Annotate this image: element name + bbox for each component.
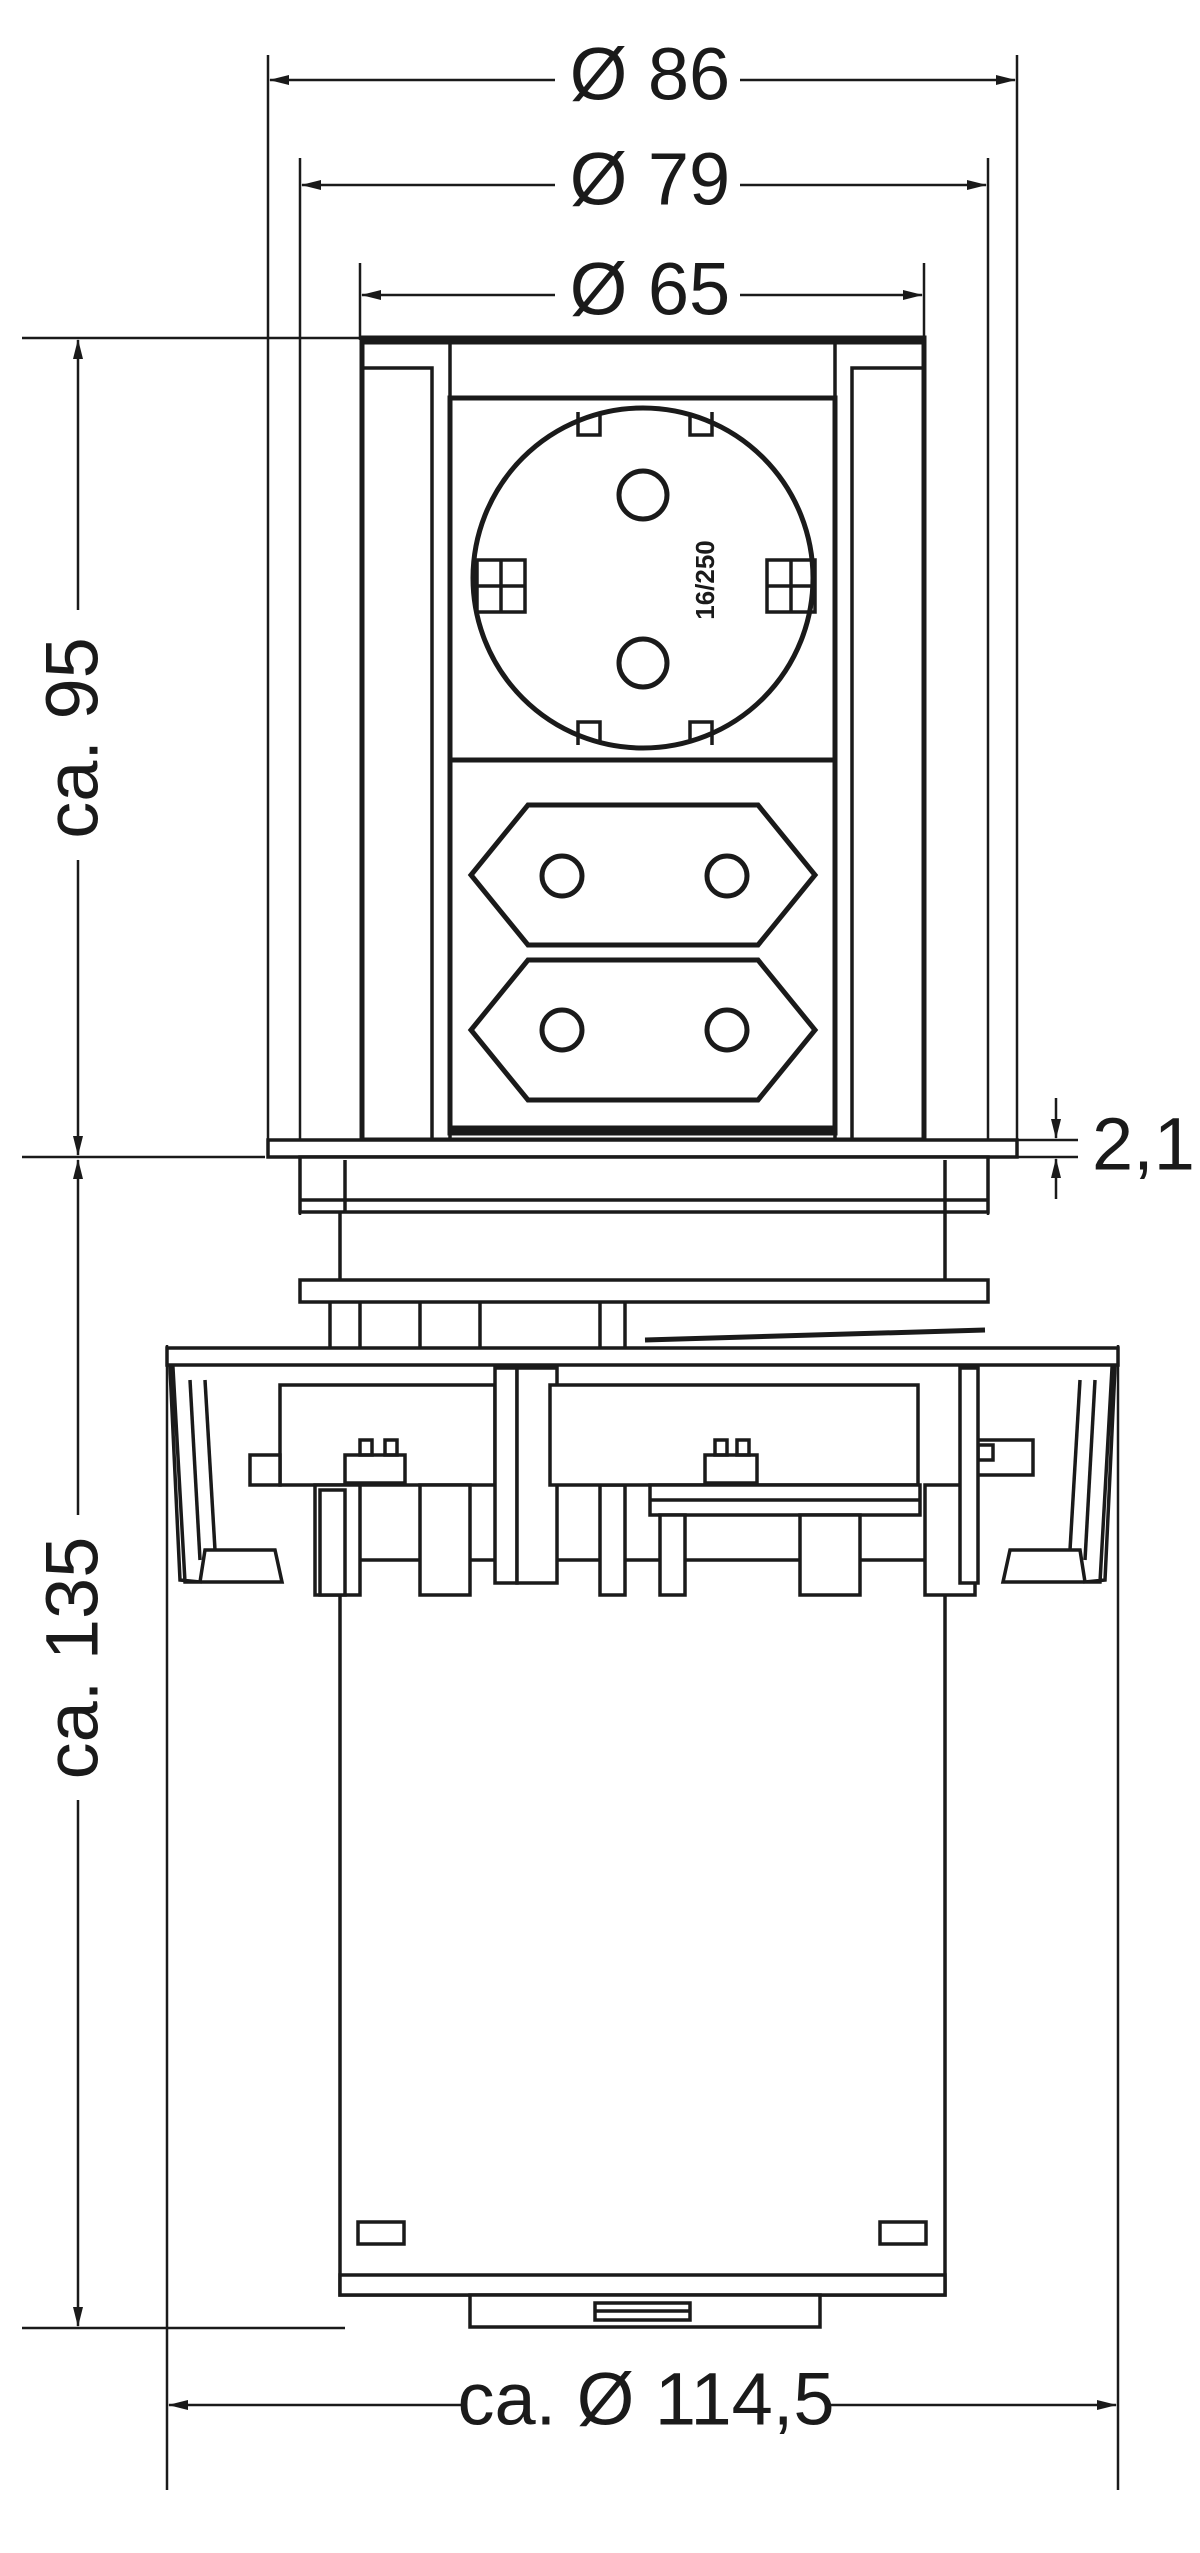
base-housing: [165, 1346, 1120, 2329]
dimension-height-95: ca. 95: [22, 336, 362, 1159]
dim-label-dia-79: Ø 79: [570, 138, 730, 221]
flange: [266, 1138, 1019, 1348]
dim-label-base-dia: ca. Ø 114,5: [457, 2358, 834, 2441]
dimension-dia-86: Ø 86: [266, 33, 1019, 1155]
dim-label-height-135: ca. 135: [31, 1537, 114, 1780]
dimension-height-135: ca. 135: [22, 1159, 345, 2330]
dimension-base-dia: ca. Ø 114,5: [165, 1345, 1120, 2490]
dim-label-dia-65: Ø 65: [570, 248, 730, 331]
dimension-dia-79: Ø 79: [298, 138, 990, 1215]
ground-contact-left: [475, 558, 527, 614]
pin-hole-top: [616, 468, 670, 522]
socket-rating-label: 16/250: [690, 540, 720, 620]
dim-label-thickness-2-1: 2,1: [1092, 1103, 1195, 1186]
euro-socket-2: [467, 957, 819, 1103]
euro-socket-1: [467, 802, 819, 948]
schuko-socket: 16/250: [470, 405, 817, 751]
dim-label-dia-86: Ø 86: [570, 33, 730, 116]
dimension-thickness-2-1: 2,1: [990, 1098, 1195, 1199]
dimension-dia-65: Ø 65: [358, 248, 926, 340]
pin-hole-bottom: [616, 636, 670, 690]
dim-label-height-95: ca. 95: [31, 637, 114, 839]
ground-contact-right: [765, 558, 817, 614]
